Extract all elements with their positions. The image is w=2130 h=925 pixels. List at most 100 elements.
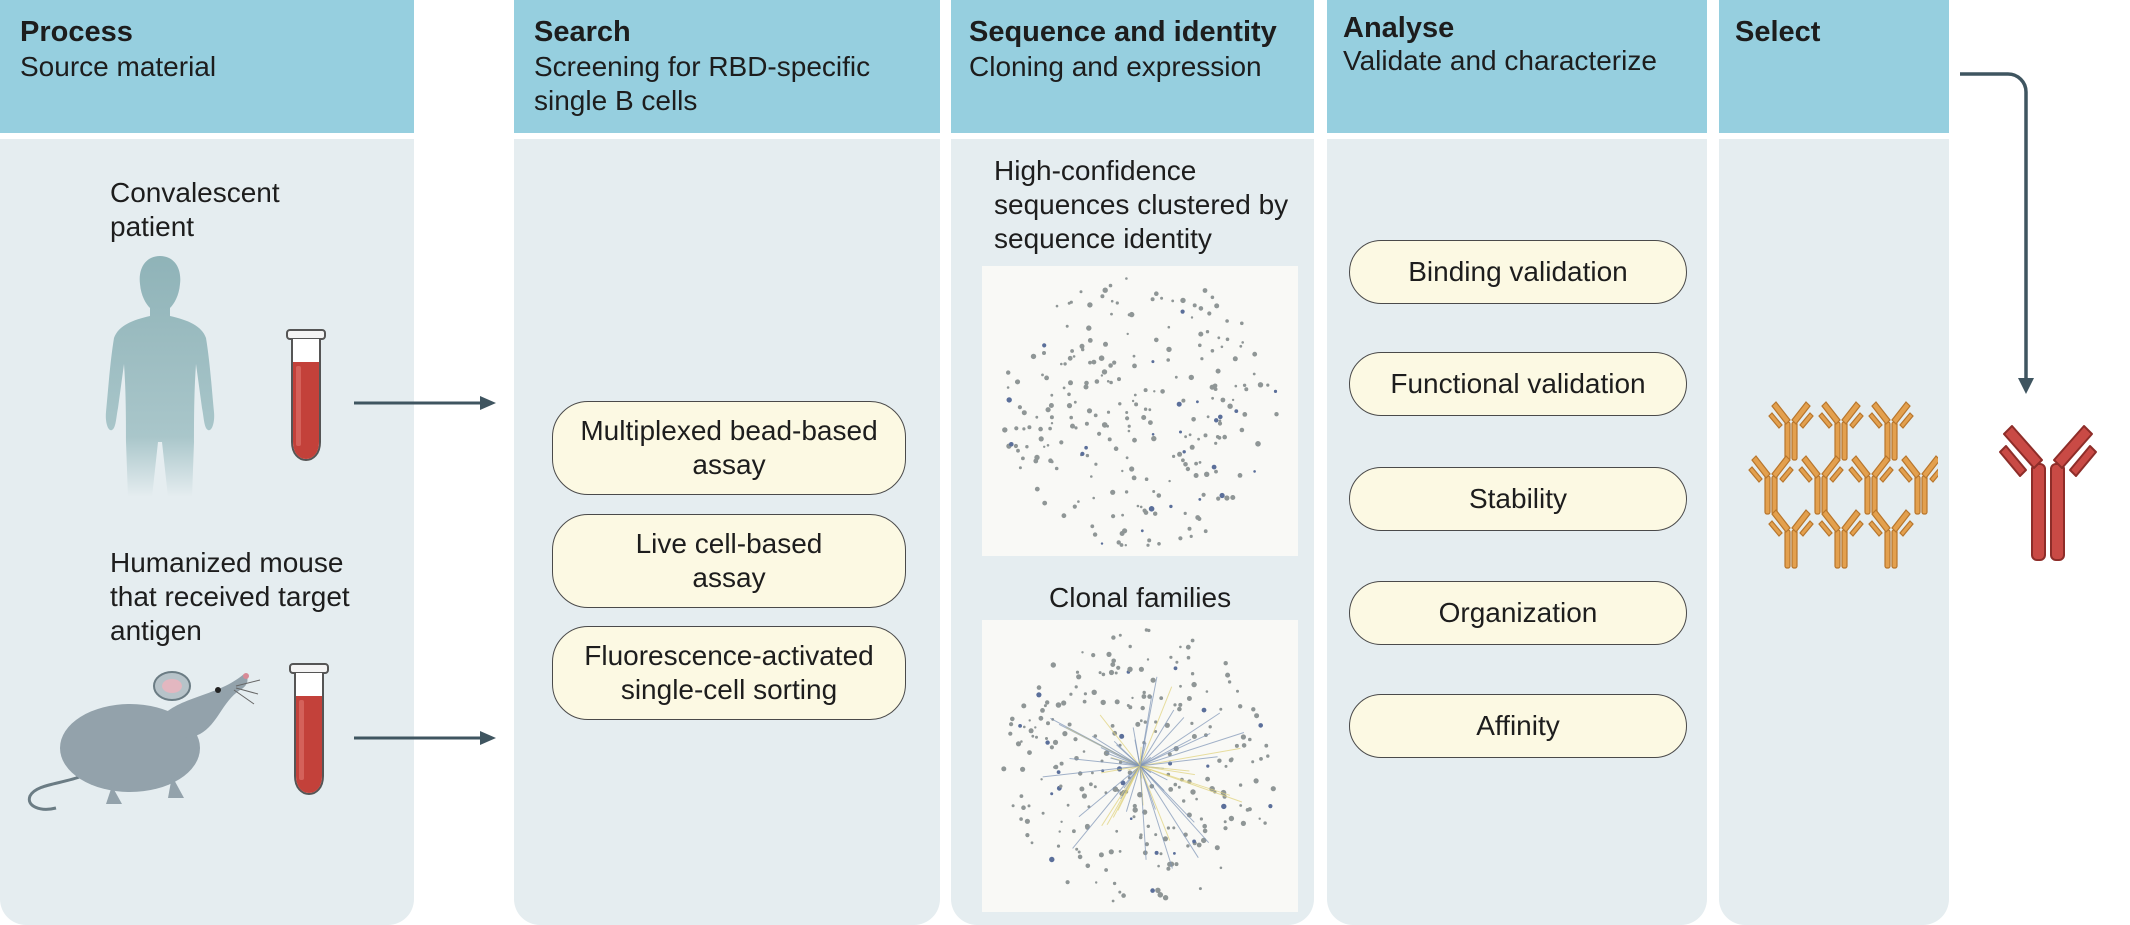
network-node	[1244, 387, 1249, 392]
antibody-icon	[1818, 509, 1864, 569]
network-node	[1182, 799, 1186, 803]
mouse-label: Humanized mouse that received target ant…	[110, 547, 350, 646]
network-node	[1056, 844, 1061, 848]
network-graph-icon	[1002, 277, 1279, 547]
network-node	[1069, 415, 1073, 420]
column-header: Analyse Validate and characterize	[1327, 0, 1707, 133]
network-edge	[1139, 765, 1243, 803]
network-node	[1253, 778, 1259, 784]
network-node	[1177, 706, 1182, 712]
network-node	[1089, 782, 1093, 787]
network-node	[1228, 815, 1235, 822]
network-node	[1111, 635, 1116, 640]
network-node	[1198, 498, 1202, 501]
network-node	[1166, 346, 1172, 353]
network-node	[1128, 644, 1132, 649]
network-node	[1174, 375, 1178, 379]
network-node	[1035, 735, 1038, 739]
network-node	[1129, 311, 1135, 318]
network-node	[1048, 426, 1052, 431]
network-node	[1116, 665, 1121, 670]
column-title: Sequence and identity	[969, 16, 1277, 48]
column-title: Analyse	[1343, 12, 1455, 44]
network-node	[1140, 705, 1145, 711]
network-node	[1025, 445, 1029, 449]
blood-tube-icon	[286, 329, 326, 462]
network-node	[1154, 291, 1159, 296]
network-node	[1192, 303, 1197, 308]
network-node	[1042, 351, 1046, 355]
network-node	[1189, 534, 1193, 538]
network-node	[1132, 354, 1136, 358]
network-node	[1167, 325, 1171, 329]
network-node	[1157, 892, 1164, 898]
assay-pill: Fluorescence-activated single-cell sorti…	[552, 626, 906, 720]
analysis-pill: Functional validation	[1349, 352, 1687, 416]
network-node	[1169, 504, 1173, 509]
network-node	[1181, 398, 1186, 403]
network-node	[1248, 737, 1252, 742]
network-node	[1252, 372, 1256, 376]
network-node	[1148, 420, 1153, 425]
network-node	[1125, 416, 1130, 421]
network-node	[1121, 469, 1124, 473]
network-node	[1237, 473, 1243, 478]
network-node	[1159, 852, 1163, 856]
network-node	[1183, 511, 1187, 515]
network-node	[1069, 692, 1073, 696]
network-node	[1148, 408, 1152, 412]
network-node	[1144, 628, 1149, 632]
network-node	[1217, 758, 1222, 763]
network-node	[1238, 704, 1243, 709]
network-node	[1191, 734, 1197, 739]
network-edge	[1139, 686, 1173, 767]
network-node	[1151, 433, 1155, 436]
network-node	[1173, 666, 1178, 671]
network-node	[1079, 786, 1085, 792]
network-edge	[1139, 765, 1171, 841]
network-node	[1227, 403, 1233, 409]
network-node	[1251, 760, 1255, 764]
column-header: Select	[1719, 0, 1949, 133]
network-node	[1083, 692, 1087, 696]
network-node	[1131, 696, 1134, 700]
network-node	[1040, 778, 1043, 781]
network-node	[1185, 466, 1191, 472]
network-node	[1223, 661, 1228, 666]
network-node	[1224, 764, 1228, 768]
network-node	[1143, 388, 1148, 393]
network-node	[1055, 304, 1059, 308]
network-edge	[1139, 742, 1147, 767]
network-node	[1093, 785, 1097, 789]
column-analyse: Analyse Validate and characterize	[1327, 0, 1707, 925]
network-node	[1022, 427, 1026, 431]
network-node	[1018, 724, 1022, 728]
network-node	[1127, 424, 1131, 428]
network-node	[1081, 793, 1087, 799]
network-node	[1110, 489, 1116, 495]
network-edge	[1078, 765, 1141, 818]
network-node	[1241, 743, 1247, 748]
network-node	[1166, 358, 1170, 362]
network-node	[1085, 863, 1091, 869]
network-node	[1183, 462, 1188, 467]
network-node	[1152, 490, 1156, 493]
network-node	[1198, 306, 1204, 311]
network-node	[1206, 415, 1210, 419]
network-node	[1084, 823, 1090, 829]
network-node	[1027, 750, 1032, 755]
network-node	[1239, 427, 1245, 433]
column-header: Process Source material	[0, 0, 414, 133]
network-node	[1217, 336, 1221, 340]
network-node	[1092, 532, 1098, 537]
network-node	[1160, 296, 1164, 300]
network-edge	[1139, 765, 1190, 772]
network-node	[1013, 443, 1018, 449]
network-node	[1206, 764, 1210, 768]
network-node	[1106, 424, 1109, 428]
network-node	[1050, 422, 1054, 425]
network-node	[1178, 702, 1183, 707]
network-node	[1188, 374, 1194, 381]
network-node	[1177, 451, 1183, 457]
network-node	[1240, 820, 1246, 826]
